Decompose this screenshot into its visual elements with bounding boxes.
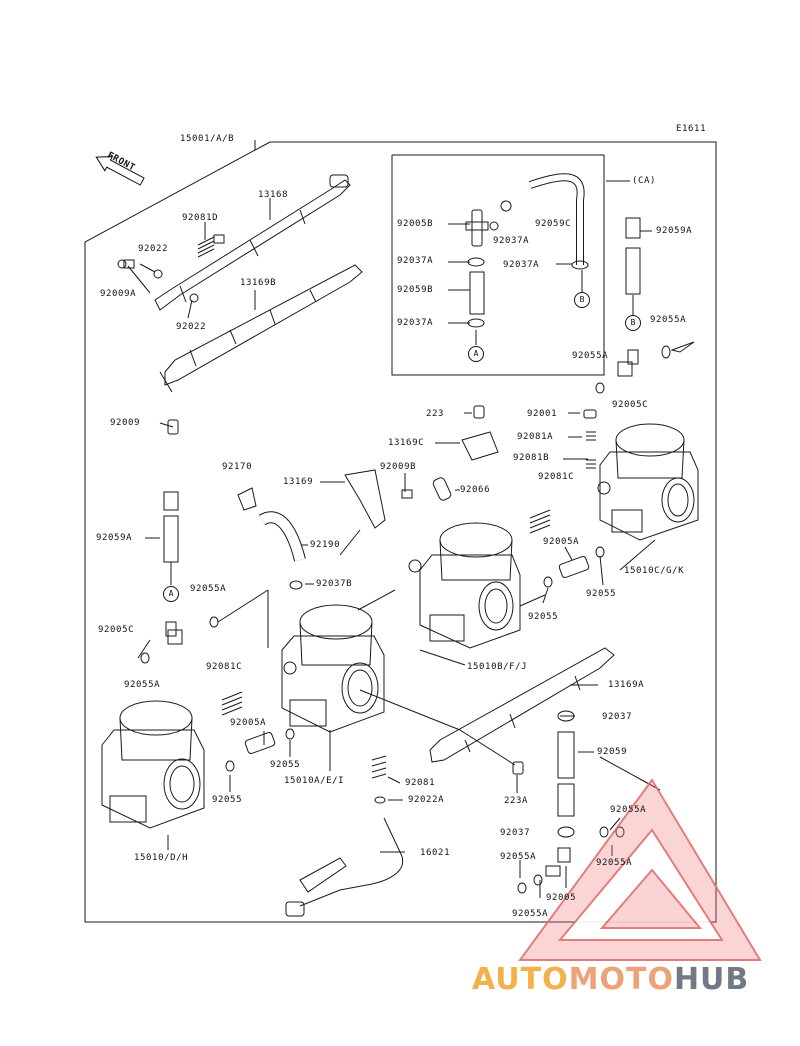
callout-92001: 92001 bbox=[527, 409, 558, 419]
callout-15010CGK: 15010C/G/K bbox=[624, 566, 685, 576]
callout-92005B: 92005B bbox=[397, 219, 434, 229]
watermark-triangle bbox=[518, 778, 762, 961]
spring-92081C-left bbox=[221, 691, 243, 716]
callout-92055A-c: 92055A bbox=[190, 584, 227, 594]
carburetor-15010B bbox=[408, 522, 521, 649]
watermark-part-moto: MOTO bbox=[568, 962, 674, 997]
callout-92055A-g: 92055A bbox=[596, 858, 633, 868]
callout-13169C: 13169C bbox=[388, 438, 425, 448]
callout-92037A-a: 92037A bbox=[397, 256, 434, 266]
ca-inset-box bbox=[391, 154, 605, 376]
callout-92081C-a: 92081C bbox=[538, 472, 575, 482]
callout-92037A-d: 92037A bbox=[503, 260, 540, 270]
front-arrow bbox=[95, 156, 145, 186]
spring-92081D bbox=[197, 236, 215, 258]
carburetor-15010A bbox=[281, 604, 385, 733]
callout-15001: 15001/A/B bbox=[180, 134, 235, 144]
spring-92081C-right bbox=[529, 509, 551, 534]
callout-92081A: 92081A bbox=[517, 432, 554, 442]
callout-92055A-d: 92055A bbox=[124, 680, 161, 690]
callout-92059: 92059 bbox=[597, 747, 628, 757]
callout-92059C: 92059C bbox=[535, 219, 572, 229]
callout-13168: 13168 bbox=[258, 190, 289, 200]
callout-92055A-a: 92055A bbox=[650, 315, 687, 325]
carburetor-15010C bbox=[597, 423, 699, 541]
marker-B-inset: B bbox=[574, 292, 590, 308]
callout-15010DH: 15010/D/H bbox=[134, 853, 189, 863]
callout-92055A-b: 92055A bbox=[572, 351, 609, 361]
callout-15010BFJ: 15010B/F/J bbox=[467, 662, 528, 672]
callout-92022A: 92022A bbox=[408, 795, 445, 805]
callout-92037A-b: 92037A bbox=[397, 318, 434, 328]
marker-B-right: B bbox=[625, 315, 641, 331]
callout-92005C-b: 92005C bbox=[98, 625, 135, 635]
callout-92037A-c: 92037A bbox=[493, 236, 530, 246]
callout-92005A-a: 92005A bbox=[543, 537, 580, 547]
callout-92059A-b: 92059A bbox=[96, 533, 133, 543]
watermark-logo: AUTOMOTOHUB bbox=[472, 962, 749, 997]
callout-92005C: 92005C bbox=[612, 400, 649, 410]
callout-92059A-a: 92059A bbox=[656, 226, 693, 236]
callout-92022-b: 92022 bbox=[176, 322, 207, 332]
callout-92022-a: 92022 bbox=[138, 244, 169, 254]
rail-13169A bbox=[429, 647, 615, 763]
callout-92055A-h: 92055A bbox=[512, 909, 549, 919]
callout-13169A: 13169A bbox=[608, 680, 645, 690]
callout-92037: 92037 bbox=[602, 712, 633, 722]
callout-92005A-b: 92005A bbox=[230, 718, 267, 728]
callout-16021: 16021 bbox=[420, 848, 451, 858]
callout-92055A-e: 92055A bbox=[610, 805, 647, 815]
choke-cable-16021 bbox=[299, 817, 403, 907]
callout-15010AEI: 15010A/E/I bbox=[284, 776, 345, 786]
callout-13169B: 13169B bbox=[240, 278, 277, 288]
callout-CA: (CA) bbox=[632, 176, 657, 186]
callout-92037-b: 92037 bbox=[500, 828, 531, 838]
marker-A-left: A bbox=[163, 586, 179, 602]
callout-223: 223 bbox=[426, 409, 445, 419]
rail-13168 bbox=[154, 179, 351, 311]
callout-92009: 92009 bbox=[110, 418, 141, 428]
callout-92055-a: 92055 bbox=[528, 612, 559, 622]
callout-92081C-b: 92081C bbox=[206, 662, 243, 672]
callout-92081B: 92081B bbox=[513, 453, 550, 463]
carburetor-15010D bbox=[101, 700, 205, 829]
callout-92055-d: 92055 bbox=[212, 795, 243, 805]
callout-92190: 92190 bbox=[310, 540, 341, 550]
callout-92037B: 92037B bbox=[316, 579, 353, 589]
diagram-code: E1611 bbox=[676, 124, 707, 134]
watermark-part-auto: AUTO bbox=[472, 962, 569, 997]
callout-92170: 92170 bbox=[222, 462, 253, 472]
callout-92066: 92066 bbox=[460, 485, 491, 495]
frame-outline bbox=[84, 141, 717, 923]
callout-92055-b: 92055 bbox=[586, 589, 617, 599]
callout-92059B: 92059B bbox=[397, 285, 434, 295]
watermark-part-hub: HUB bbox=[673, 962, 750, 997]
callout-92005: 92005 bbox=[546, 893, 577, 903]
callout-92055A-f: 92055A bbox=[500, 852, 537, 862]
callout-92009B: 92009B bbox=[380, 462, 417, 472]
callout-92081: 92081 bbox=[405, 778, 436, 788]
callout-92009A: 92009A bbox=[100, 289, 137, 299]
callout-92081D: 92081D bbox=[182, 213, 219, 223]
callout-92055-c: 92055 bbox=[270, 760, 301, 770]
callout-223A: 223A bbox=[504, 796, 529, 806]
callout-13169: 13169 bbox=[283, 477, 314, 487]
marker-A-inset: A bbox=[468, 346, 484, 362]
